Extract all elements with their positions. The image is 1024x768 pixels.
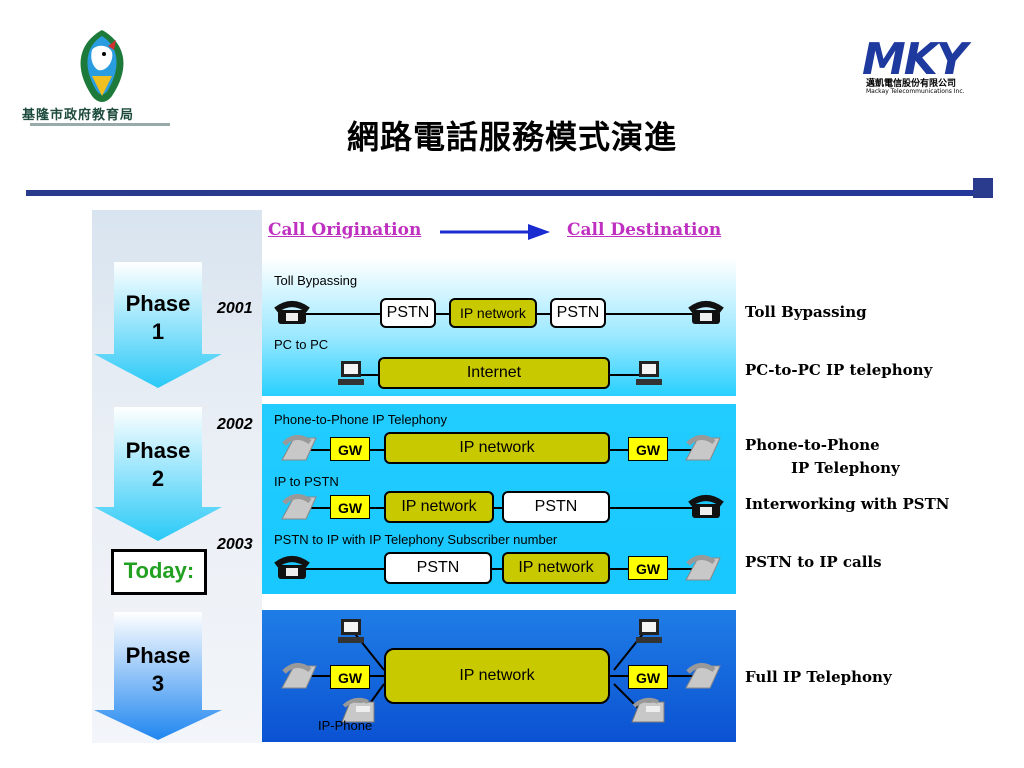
pstn-box: PSTN	[550, 298, 606, 328]
toll-bypassing-panel-label: Toll Bypassing	[274, 273, 358, 288]
computer-icon	[338, 361, 364, 385]
slide-title: 網路電話服務模式演進	[346, 118, 677, 156]
computer-icon	[636, 361, 662, 385]
ip-network-box: IP network	[449, 298, 537, 328]
ip-desk-phone-icon	[341, 697, 375, 723]
pstn-box: PSTN	[502, 491, 610, 523]
title-rule-square	[973, 178, 993, 198]
today-label: Today:	[111, 549, 207, 595]
call-destination-heading: Call Destination	[567, 220, 722, 240]
left-logo-underline	[30, 123, 170, 126]
phase2-arrow-icon	[94, 407, 222, 541]
ip-phone-icon	[281, 663, 317, 689]
full-ip-right-label: Full IP Telephony	[745, 668, 892, 686]
call-origination-heading: Call Origination	[268, 220, 422, 240]
pstn-box: PSTN	[380, 298, 436, 328]
gateway-box: GW	[330, 495, 370, 519]
pstn-to-ip-line	[300, 568, 700, 570]
pc-to-pc-panel-label: PC to PC	[274, 337, 329, 352]
ip-phone-icon	[685, 435, 721, 461]
ip-network-box: IP network	[502, 552, 610, 584]
gateway-box: GW	[628, 556, 668, 580]
gateway-box: GW	[628, 437, 668, 461]
ip-to-pstn-right-label: Interworking with PSTN	[745, 495, 950, 513]
year-2001: 2001	[217, 300, 253, 317]
left-logo	[62, 26, 142, 106]
title-rule	[26, 190, 984, 196]
internet-box: Internet	[378, 357, 610, 389]
phase1-arrow-icon	[94, 262, 222, 388]
black-phone-icon	[274, 556, 310, 579]
toll-bypassing-right-label: Toll Bypassing	[745, 303, 867, 321]
ip-network-box: IP network	[384, 432, 610, 464]
ip-phone-icon	[685, 663, 721, 689]
ip-phone-icon	[685, 555, 721, 581]
left-logo-caption: 基隆市政府教育局	[22, 108, 135, 123]
mky-brand: MKY	[862, 34, 968, 85]
mky-english-name: Mackay Telecommunications Inc.	[866, 88, 965, 95]
pstn-to-ip-panel-label: PSTN to IP with IP Telephony Subscriber …	[274, 532, 558, 547]
gateway-box: GW	[628, 665, 668, 689]
ip-to-pstn-line	[300, 507, 700, 509]
phone-to-phone-right-label-2: IP Telephony	[791, 459, 900, 477]
black-phone-icon	[274, 301, 310, 324]
black-phone-icon	[688, 495, 724, 518]
computer-icon	[338, 619, 364, 643]
ip-phone-label: IP-Phone	[318, 718, 373, 733]
pstn-box: PSTN	[384, 552, 492, 584]
ip-network-box: IP network	[384, 491, 494, 523]
ip-phone-icon	[281, 494, 317, 520]
phone-to-phone-panel-label: Phone-to-Phone IP Telephony	[274, 412, 447, 427]
gateway-box: GW	[330, 437, 370, 461]
direction-arrow-icon	[440, 224, 550, 240]
phase3-arrow-icon	[94, 612, 222, 740]
pstn-to-ip-right-label: PSTN to IP calls	[745, 553, 882, 571]
year-2003: 2003	[217, 536, 253, 553]
year-2002: 2002	[217, 416, 253, 433]
ip-to-pstn-panel-label: IP to PSTN	[274, 474, 339, 489]
ip-network-box: IP network	[384, 648, 610, 704]
gateway-box: GW	[330, 665, 370, 689]
ip-phone-icon	[281, 435, 317, 461]
black-phone-icon	[688, 301, 724, 324]
mky-chinese-name: 邁凱電信股份有限公司	[866, 79, 957, 89]
keelung-education-emblem-icon	[80, 30, 124, 102]
phone-to-phone-right-label-1: Phone-to-Phone	[745, 436, 880, 454]
ip-desk-phone-icon	[631, 697, 665, 723]
computer-icon	[636, 619, 662, 643]
pc-to-pc-right-label: PC-to-PC IP telephony	[745, 361, 933, 379]
